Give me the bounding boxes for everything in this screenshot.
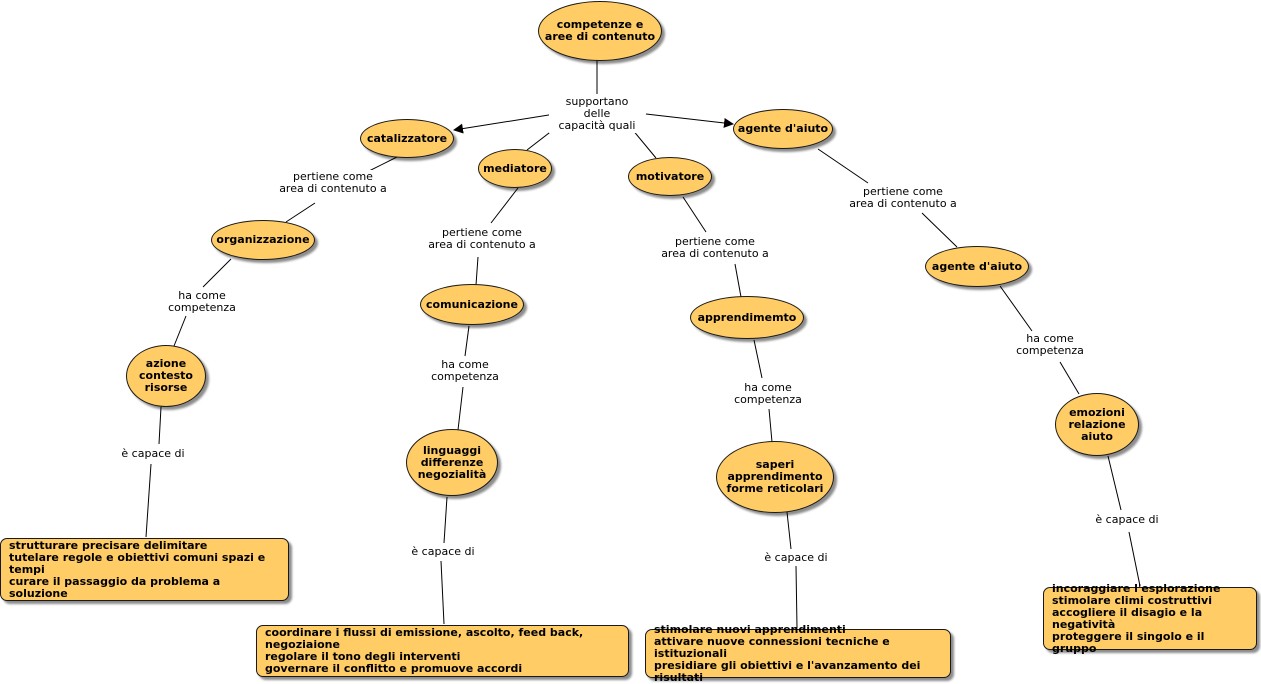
concept-root[interactable]: competenze e aree di contenuto (538, 1, 662, 61)
concept-agente-aiuto-1[interactable]: agente d'aiuto (733, 109, 833, 149)
link-pertiene-4: pertiene come area di contenuto a (846, 185, 960, 211)
concept-azione-contesto-risorse[interactable]: azione contesto risorse (126, 345, 206, 407)
link-supportano: supportano delle capacità quali (549, 95, 645, 133)
link-capace-1: è capace di (116, 447, 190, 461)
link-capace-3: è capace di (759, 551, 833, 565)
link-ha-2: ha come competenza (426, 358, 504, 384)
concept-linguaggi-differenze-negozialita[interactable]: linguaggi differenze negozialità (406, 429, 498, 496)
link-ha-1: ha come competenza (163, 289, 241, 315)
concept-agente-aiuto-2[interactable]: agente d'aiuto (925, 246, 1029, 287)
concept-organizzazione[interactable]: organizzazione (211, 220, 315, 260)
concept-mediatore[interactable]: mediatore (478, 149, 552, 188)
link-capace-4: è capace di (1090, 513, 1164, 527)
concept-catalizzatore[interactable]: catalizzatore (360, 119, 454, 158)
link-pertiene-1: pertiene come area di contenuto a (276, 170, 390, 196)
link-ha-4: ha come competenza (1011, 332, 1089, 358)
concept-comunicazione[interactable]: comunicazione (420, 284, 524, 325)
capability-box-catalizzatore[interactable]: strutturare precisare delimitare tutelar… (0, 538, 289, 601)
link-ha-3: ha come competenza (729, 381, 807, 407)
capability-box-agente-aiuto[interactable]: incoraggiare l'esplorazione stimolare cl… (1043, 582, 1257, 654)
capability-box-motivatore[interactable]: stimolare nuovi apprendimenti attivare n… (645, 623, 951, 683)
link-pertiene-3: pertiene come area di contenuto a (658, 235, 772, 261)
concept-emozioni-relazione-aiuto[interactable]: emozioni relazione aiuto (1055, 393, 1139, 456)
capability-box-mediatore[interactable]: coordinare i flussi di emissione, ascolt… (256, 625, 629, 677)
concept-saperi-apprendimento[interactable]: saperi apprendimento forme reticolari (716, 441, 834, 513)
link-capace-2: è capace di (406, 545, 480, 559)
link-pertiene-2: pertiene come area di contenuto a (425, 226, 539, 252)
concept-motivatore[interactable]: motivatore (628, 157, 712, 196)
concept-apprendimemto[interactable]: apprendimemto (690, 296, 804, 339)
